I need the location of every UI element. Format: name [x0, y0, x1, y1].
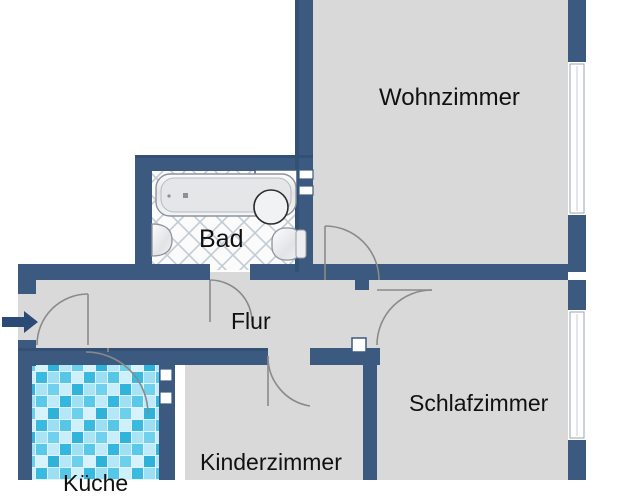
wall-bad-south-right — [250, 264, 313, 280]
washbasin-icon — [151, 223, 173, 257]
floor-plan: Wohnzimmer Bad Flur Schlafzimmer Kinderz… — [2, 0, 586, 496]
entrance-arrow — [2, 311, 38, 333]
door-entrance — [36, 293, 89, 346]
room-fill-kueche — [28, 357, 173, 480]
wall-kueche-east — [159, 357, 175, 480]
room-fill-kinderzimmer — [185, 354, 363, 480]
door-wohnzimmer — [324, 225, 380, 281]
window-wohnzimmer-east — [568, 62, 586, 215]
wall-accent-flur-south — [18, 348, 268, 351]
wall-flur-north-left — [18, 264, 136, 280]
wall-accents — [18, 0, 313, 351]
room-fill-wohnzimmer — [313, 0, 568, 272]
windows — [568, 62, 586, 440]
window-schlafzimmer-east — [568, 310, 586, 440]
wall-accent-bad-north — [135, 155, 313, 158]
shaft-kueche-small-2 — [159, 391, 173, 405]
wall-east-upper-a — [568, 0, 586, 62]
wall-flur-south-mid — [173, 348, 268, 365]
wall-flur-south-left — [18, 348, 173, 365]
wall-kueche-west — [18, 357, 32, 480]
floor-plan-svg — [2, 0, 586, 480]
shaft-bad-small-2 — [298, 185, 314, 196]
door-schlafzimmer — [376, 289, 433, 346]
wall-wohnzimmer-south-b — [377, 264, 568, 280]
wall-bad-south-left — [135, 264, 210, 280]
wall-bad-west — [135, 155, 152, 280]
wall-east-lower-a — [568, 280, 586, 310]
wall-kinder-east — [363, 357, 377, 480]
bathroom-fixtures — [151, 173, 307, 261]
wall-bad-north — [135, 155, 313, 171]
shaft-bad-small-1 — [298, 169, 314, 180]
shaft-kueche-small-1 — [159, 368, 173, 382]
wall-east-lower-b — [568, 440, 586, 480]
round-sink-icon — [253, 189, 289, 225]
wall-entrance-jamb-top — [18, 264, 36, 294]
wall-accent-wohnzimmer-west — [295, 0, 299, 272]
walls — [18, 0, 586, 480]
door-swings — [36, 225, 433, 415]
room-fill-schlafzimmer — [375, 354, 568, 480]
room-fill-flur — [18, 272, 568, 354]
door-kinderzimmer — [267, 355, 311, 407]
shaft-flur-small — [351, 337, 367, 353]
wall-wohnzimmer-south-a — [313, 264, 359, 280]
wall-schlaf-north-stub — [355, 264, 377, 280]
wall-east-upper-b — [568, 215, 586, 272]
toilet-icon — [271, 227, 307, 261]
door-bad — [209, 279, 253, 323]
door-kueche — [85, 348, 149, 415]
